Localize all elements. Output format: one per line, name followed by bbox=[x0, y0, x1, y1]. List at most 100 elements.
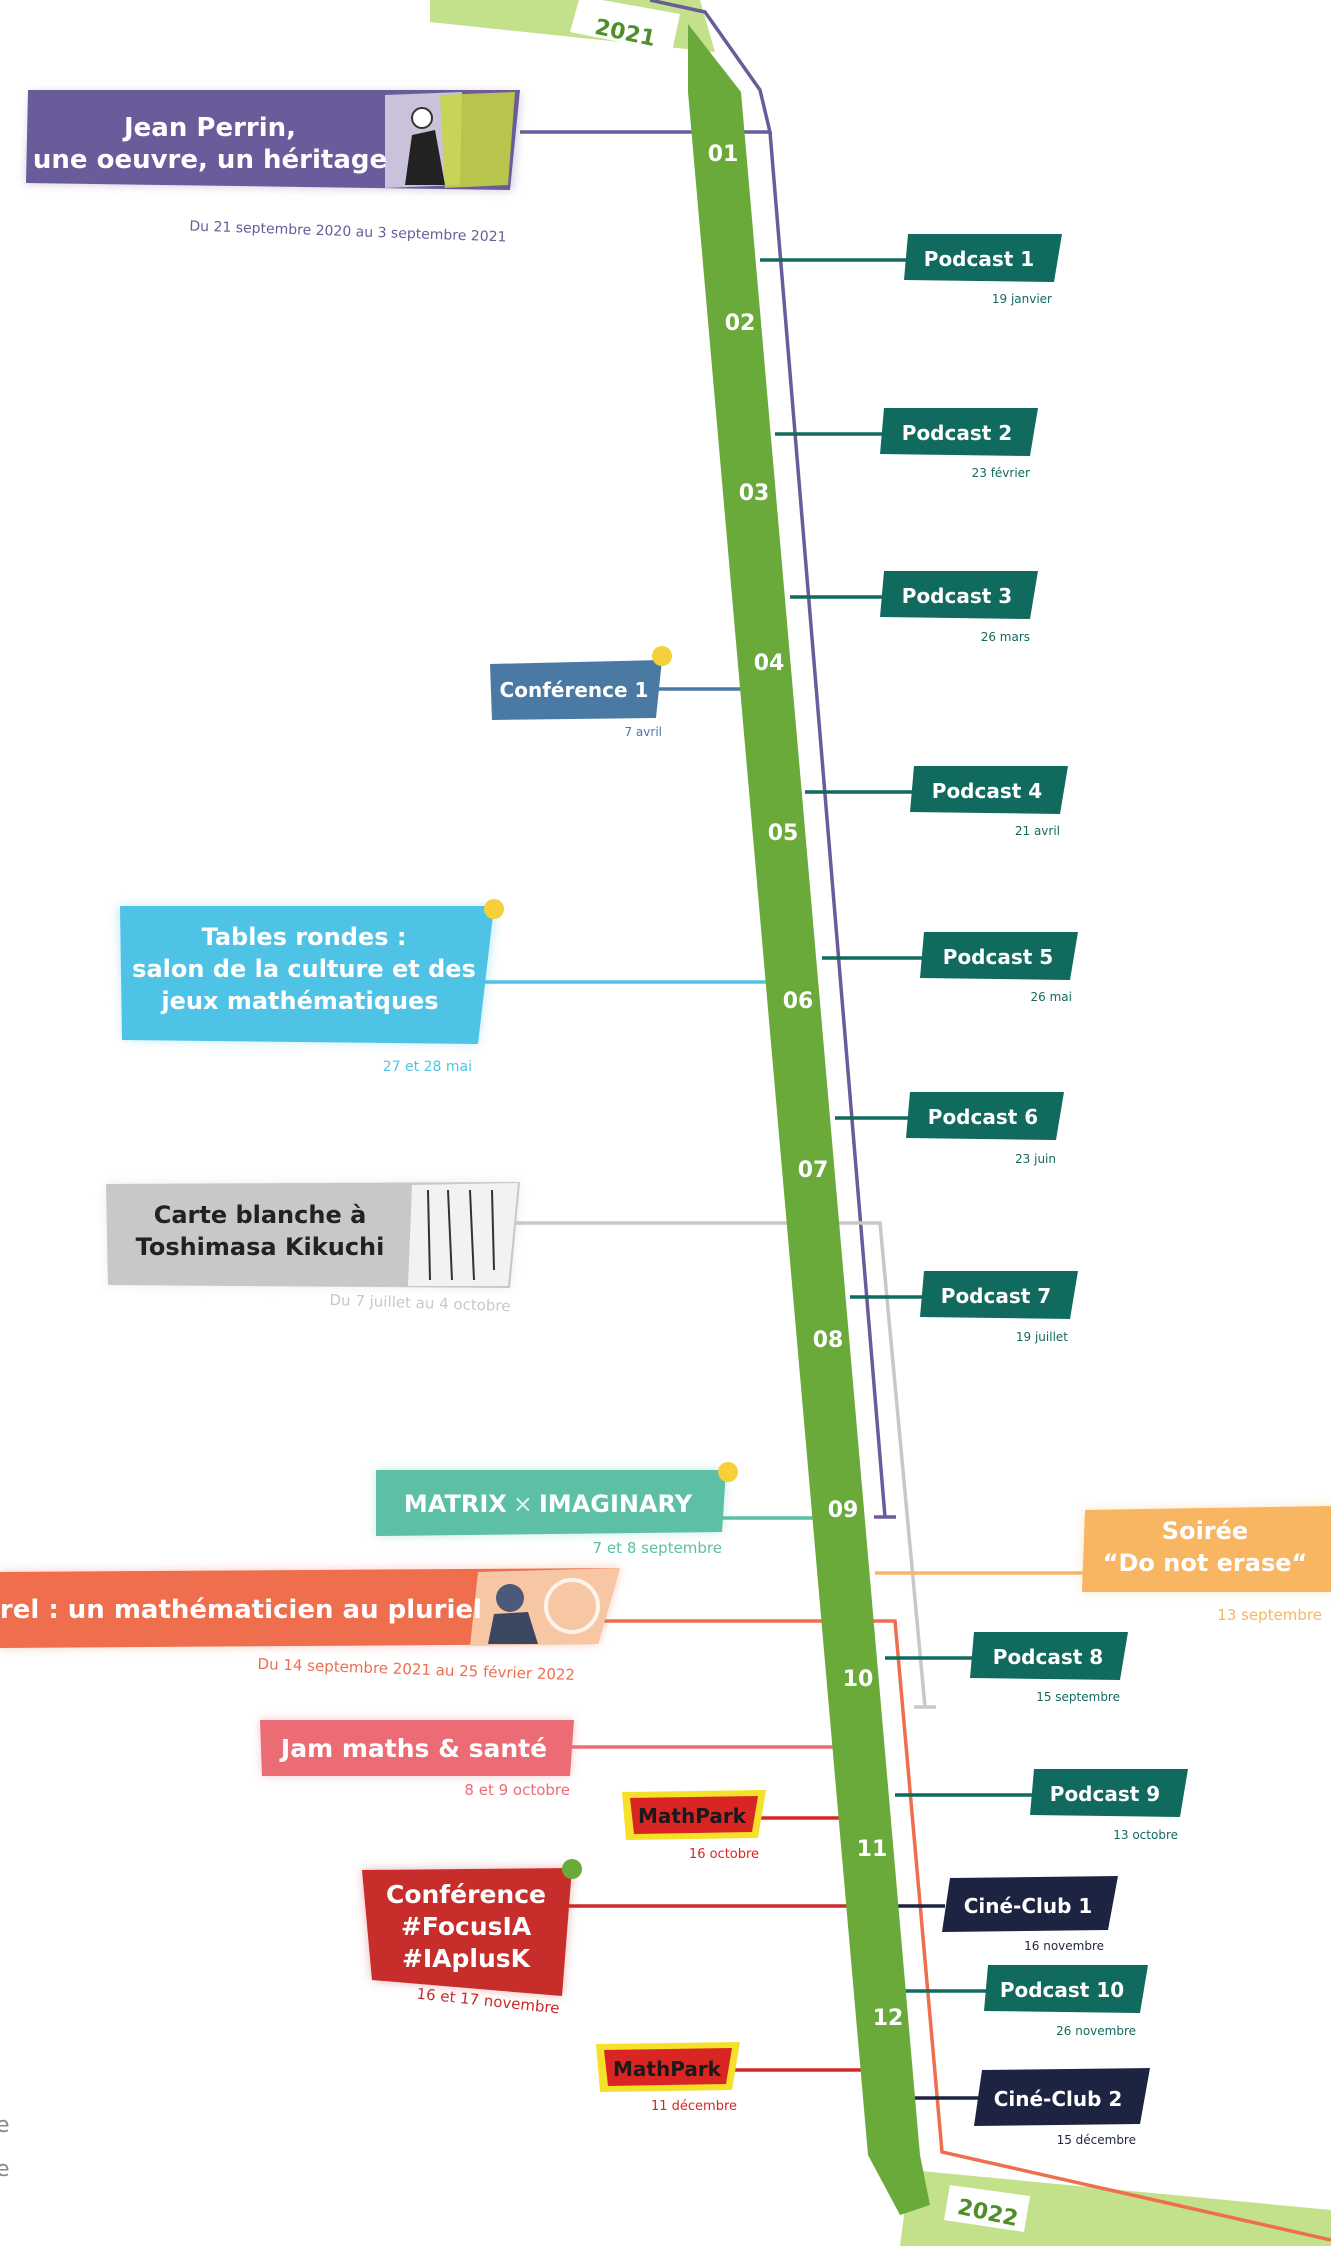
event-mathpark-2[interactable]: MathPark 11 décembre bbox=[596, 2042, 740, 2114]
tables-title-3: jeux mathématiques bbox=[160, 987, 438, 1015]
month-12: 12 bbox=[873, 2006, 904, 2031]
mathpark-2-label: MathPark bbox=[613, 2057, 722, 2081]
month-11: 11 bbox=[857, 1837, 888, 1862]
event-carte-blanche[interactable]: Carte blanche à Toshimasa Kikuchi Du 7 j… bbox=[106, 1182, 520, 1315]
mathpark-2-date: 11 décembre bbox=[651, 2099, 737, 2114]
highlight-dot-icon bbox=[718, 1462, 738, 1482]
tables-title-1: Tables rondes : bbox=[202, 923, 407, 951]
focus-title-3: #IAplusK bbox=[402, 1944, 532, 1973]
cine-club-2-date: 15 décembre bbox=[1057, 2133, 1136, 2147]
left-edge-text-2: e bbox=[0, 2157, 10, 2182]
month-02: 02 bbox=[725, 311, 756, 336]
event-focus-ia[interactable]: Conférence #FocusIA #IAplusK 16 et 17 no… bbox=[362, 1859, 582, 2017]
podcast-5[interactable]: Podcast 5 26 mai bbox=[920, 932, 1078, 1004]
event-mathpark-1[interactable]: MathPark 16 octobre bbox=[622, 1790, 766, 1862]
podcast-3-date: 26 mars bbox=[981, 630, 1030, 644]
perrin-title-1: Jean Perrin, bbox=[122, 113, 296, 143]
event-conference-1[interactable]: Conférence 1 7 avril bbox=[490, 646, 672, 739]
podcast-10[interactable]: Podcast 10 26 novembre bbox=[984, 1965, 1148, 2038]
podcast-2-date: 23 février bbox=[972, 466, 1030, 480]
podcast-5-date: 26 mai bbox=[1031, 990, 1072, 1004]
month-06: 06 bbox=[783, 989, 814, 1014]
podcast-5-label: Podcast 5 bbox=[943, 945, 1053, 969]
matrix-date: 7 et 8 septembre bbox=[593, 1539, 722, 1557]
event-borel[interactable]: orel : un mathématicien au pluriel Du 14… bbox=[0, 1568, 620, 1684]
tables-title-2: salon de la culture et des bbox=[132, 955, 476, 983]
tables-date: 27 et 28 mai bbox=[383, 1059, 472, 1075]
podcast-8[interactable]: Podcast 8 15 septembre bbox=[970, 1632, 1128, 1704]
event-jam[interactable]: Jam maths & santé 8 et 9 octobre bbox=[260, 1720, 574, 1799]
podcast-9-label: Podcast 9 bbox=[1050, 1782, 1160, 1806]
carte-title-1: Carte blanche à bbox=[154, 1201, 367, 1229]
carte-title-2: Toshimasa Kikuchi bbox=[136, 1233, 385, 1261]
conference-1-label: Conférence 1 bbox=[500, 678, 649, 702]
carte-connector bbox=[515, 1221, 927, 1708]
podcast-7[interactable]: Podcast 7 19 juillet bbox=[920, 1271, 1078, 1344]
podcast-6-date: 23 juin bbox=[1015, 1152, 1056, 1166]
event-perrin[interactable]: Jean Perrin, une oeuvre, un héritage Du … bbox=[26, 90, 520, 246]
soiree-date: 13 septembre bbox=[1217, 1606, 1322, 1624]
highlight-dot-icon bbox=[652, 646, 672, 666]
podcast-1-date: 19 janvier bbox=[992, 292, 1052, 306]
year-2022-tag bbox=[944, 2185, 1030, 2232]
jam-title: Jam maths & santé bbox=[279, 1734, 547, 1763]
mathpark-1-label: MathPark bbox=[638, 1804, 747, 1828]
highlight-dot-icon bbox=[562, 1859, 582, 1879]
cine-club-1-label: Ciné-Club 1 bbox=[964, 1894, 1093, 1918]
podcast-3-label: Podcast 3 bbox=[902, 584, 1012, 608]
podcast-10-date: 26 novembre bbox=[1056, 2024, 1136, 2038]
podcast-1-label: Podcast 1 bbox=[924, 247, 1034, 271]
borel-title: orel : un mathématicien au pluriel bbox=[0, 1595, 482, 1625]
podcast-8-date: 15 septembre bbox=[1036, 1690, 1120, 1704]
borel-date: Du 14 septembre 2021 au 25 février 2022 bbox=[257, 1655, 575, 1684]
month-10: 10 bbox=[843, 1667, 874, 1692]
month-03: 03 bbox=[739, 481, 770, 506]
focus-title-2: #FocusIA bbox=[401, 1912, 532, 1941]
event-soiree[interactable]: Soirée “Do not erase“ 13 septembre bbox=[1082, 1506, 1331, 1624]
highlight-dot-icon bbox=[484, 899, 504, 919]
matrix-title: MATRIX×IMAGINARY bbox=[404, 1490, 693, 1518]
carte-artwork bbox=[408, 1183, 518, 1286]
month-04: 04 bbox=[754, 651, 785, 676]
carte-date: Du 7 juillet au 4 octobre bbox=[329, 1291, 511, 1315]
event-tables-rondes[interactable]: Tables rondes : salon de la culture et d… bbox=[118, 899, 504, 1075]
month-07: 07 bbox=[798, 1158, 829, 1183]
podcast-6-label: Podcast 6 bbox=[928, 1105, 1038, 1129]
podcast-2[interactable]: Podcast 2 23 février bbox=[880, 408, 1038, 480]
borel-connector bbox=[600, 1619, 1331, 2242]
podcast-9[interactable]: Podcast 9 13 octobre bbox=[1030, 1769, 1188, 1842]
podcast-7-date: 19 juillet bbox=[1016, 1330, 1068, 1344]
podcast-3[interactable]: Podcast 3 26 mars bbox=[880, 571, 1038, 644]
cine-club-2-label: Ciné-Club 2 bbox=[994, 2087, 1123, 2111]
jam-date: 8 et 9 octobre bbox=[464, 1781, 570, 1799]
month-08: 08 bbox=[813, 1328, 844, 1353]
perrin-title-2: une oeuvre, un héritage bbox=[33, 145, 387, 175]
podcast-4-date: 21 avril bbox=[1015, 824, 1060, 838]
perrin-date: Du 21 septembre 2020 au 3 septembre 2021 bbox=[189, 218, 507, 245]
podcast-4-label: Podcast 4 bbox=[932, 779, 1042, 803]
main-timeline bbox=[688, 24, 930, 2215]
event-cine-club-1[interactable]: Ciné-Club 1 16 novembre bbox=[942, 1876, 1118, 1953]
podcast-2-label: Podcast 2 bbox=[902, 421, 1012, 445]
podcast-8-label: Podcast 8 bbox=[993, 1645, 1103, 1669]
podcast-4[interactable]: Podcast 4 21 avril bbox=[910, 766, 1068, 838]
podcast-9-date: 13 octobre bbox=[1113, 1828, 1178, 1842]
focus-title-1: Conférence bbox=[386, 1880, 546, 1909]
year-2021-tag bbox=[570, 0, 680, 52]
podcast-6[interactable]: Podcast 6 23 juin bbox=[906, 1092, 1064, 1166]
month-01: 01 bbox=[708, 142, 739, 167]
perrin-connector bbox=[520, 0, 773, 134]
soiree-title-1: Soirée bbox=[1162, 1517, 1248, 1545]
podcast-1[interactable]: Podcast 1 19 janvier bbox=[904, 234, 1062, 306]
event-cine-club-2[interactable]: Ciné-Club 2 15 décembre bbox=[974, 2068, 1150, 2147]
month-05: 05 bbox=[768, 821, 799, 846]
cine-club-1-date: 16 novembre bbox=[1024, 1939, 1104, 1953]
event-matrix-imaginary[interactable]: MATRIX×IMAGINARY 7 et 8 septembre bbox=[376, 1462, 738, 1557]
month-09: 09 bbox=[828, 1498, 859, 1523]
soiree-title-2: “Do not erase“ bbox=[1103, 1549, 1308, 1577]
mathpark-1-date: 16 octobre bbox=[689, 1847, 759, 1862]
left-edge-text-1: e bbox=[0, 2113, 10, 2138]
conference-1-date: 7 avril bbox=[624, 725, 662, 739]
